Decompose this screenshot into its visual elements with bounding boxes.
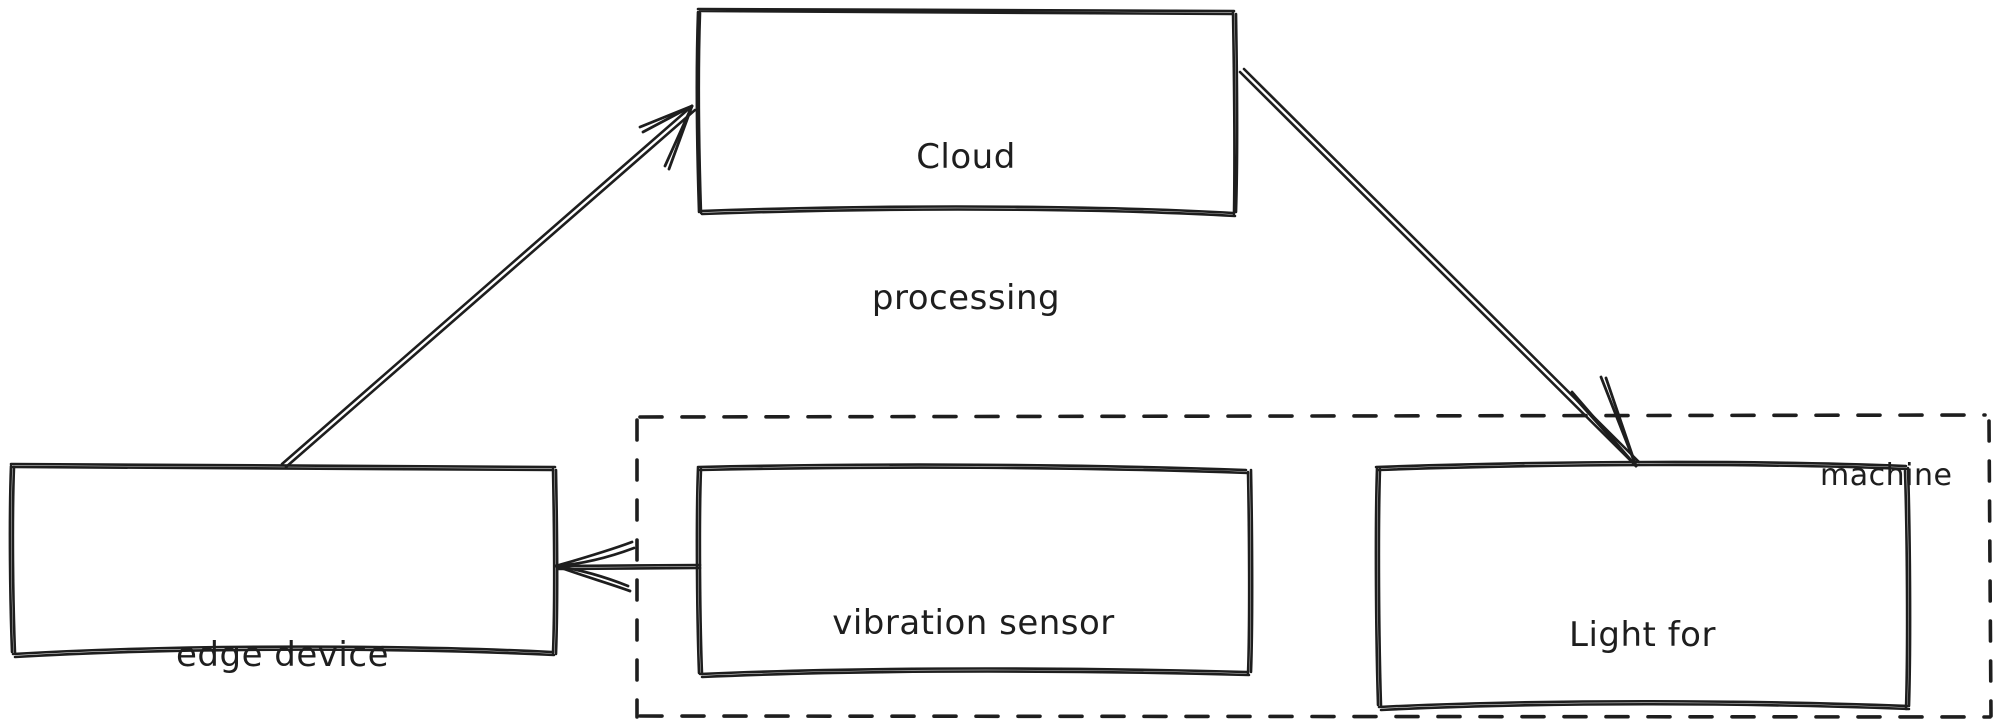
arrow-cloud-to-light[interactable] bbox=[1238, 67, 1641, 468]
arrow-vibration-to-edge-device[interactable] bbox=[554, 540, 702, 593]
node-light-machine-status-shape[interactable] bbox=[1374, 460, 1912, 712]
node-vibration-sensor-shape[interactable] bbox=[695, 463, 1254, 679]
node-cloud-processing-shape[interactable] bbox=[695, 7, 1239, 218]
arrow-edge-device-to-cloud[interactable] bbox=[280, 104, 697, 469]
node-edge-device-shape[interactable] bbox=[8, 462, 559, 659]
group-machine-boundary[interactable] bbox=[635, 413, 1993, 719]
